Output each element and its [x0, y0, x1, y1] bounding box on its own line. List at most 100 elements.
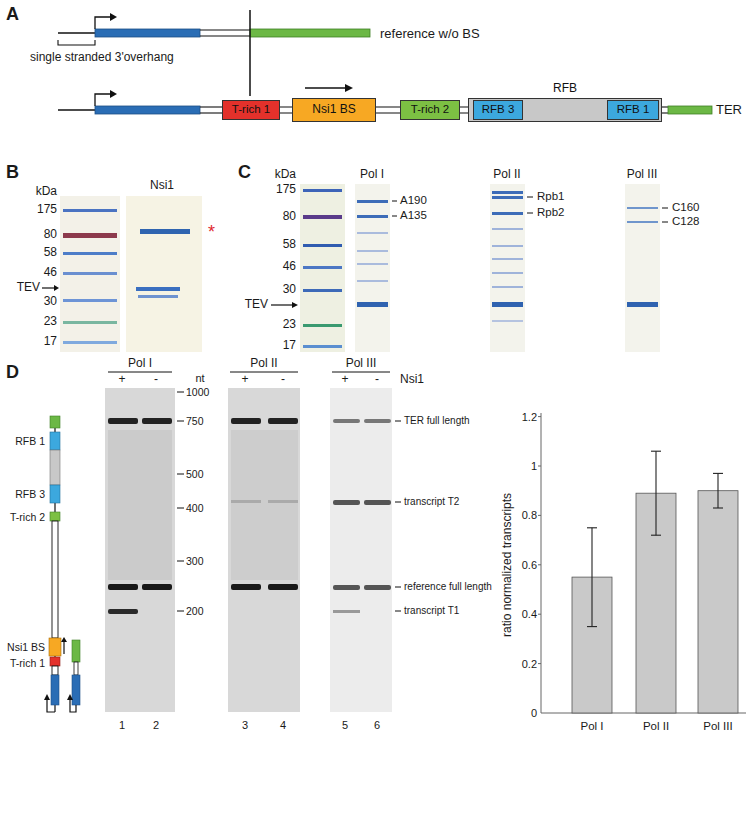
figure-label: 6	[374, 719, 380, 732]
marker-gel	[60, 196, 120, 352]
transcription-gel	[108, 418, 138, 424]
element-label: T-rich 2	[411, 103, 449, 116]
dna-segment	[280, 107, 292, 113]
chart-axis	[538, 416, 541, 417]
protein-gel	[492, 245, 523, 247]
construct-schematic	[51, 675, 59, 705]
chart-bar	[698, 491, 738, 713]
transcription-gel	[364, 419, 391, 423]
promoter-arrow	[95, 17, 110, 29]
marker-gel	[303, 266, 342, 269]
figure-label: Pol I	[360, 168, 384, 182]
figure-label: kDa	[36, 185, 57, 199]
dna-double-line	[662, 112, 668, 113]
dna-double-line	[662, 106, 668, 107]
header-rule	[332, 372, 390, 373]
figure-label: 300	[186, 555, 204, 567]
construct-schematic	[70, 700, 76, 712]
figure-label: 2	[153, 719, 159, 732]
figure-label: single stranded 3'overhang	[30, 51, 174, 65]
transcription-gel	[108, 430, 172, 580]
error-bar	[713, 473, 723, 474]
construct-schematic	[47, 700, 55, 712]
terminator-region	[250, 29, 370, 37]
band-tick	[395, 611, 401, 612]
figure-label: T-rich 2	[10, 511, 45, 523]
figure-label: A135	[400, 209, 427, 222]
protein-gel	[355, 184, 390, 352]
protein-gel	[136, 287, 180, 291]
figure-label: Pol I	[128, 357, 152, 371]
transcription-gel	[333, 585, 360, 590]
figure-label: 17	[44, 335, 57, 349]
protein-gel	[357, 280, 388, 282]
dna-segment	[460, 107, 468, 113]
protein-gel	[627, 302, 658, 307]
panel-letter: C	[238, 162, 251, 183]
protein-gel	[490, 184, 525, 352]
transcription-gel	[333, 500, 360, 505]
construct-schematic	[44, 416, 80, 712]
figure-label: 1.2	[522, 411, 537, 424]
construct-schematic	[74, 662, 78, 675]
figure-label: transcript T2	[404, 496, 459, 508]
protein-gel	[627, 207, 658, 209]
transcription-gel	[228, 388, 300, 712]
figure-label: 0.8	[522, 509, 537, 522]
construct-schematic	[52, 666, 58, 675]
figure-label: 58	[44, 246, 57, 260]
leader-line	[392, 216, 397, 217]
marker-gel	[303, 189, 342, 192]
element-label: Nsi1 BS	[312, 103, 355, 117]
protein-gel	[492, 196, 523, 199]
orientation-arrow	[305, 87, 346, 89]
figure-label: RFB 3	[15, 488, 45, 500]
band-tick	[395, 421, 401, 422]
protein-gel	[138, 295, 178, 298]
protein-gel	[492, 191, 523, 194]
error-bar	[587, 626, 597, 627]
construct-schematic	[61, 637, 67, 642]
figure-label: Rpb2	[537, 206, 565, 219]
marker-gel	[300, 184, 345, 352]
protein-gel	[492, 320, 523, 322]
terminator-region	[668, 106, 712, 114]
promoter-arrowhead	[110, 13, 117, 21]
figure-label: 23	[283, 318, 296, 332]
transcription-gel	[330, 388, 392, 712]
dna-line	[58, 109, 95, 110]
transcription-gel	[364, 585, 391, 590]
leader-line	[527, 197, 533, 198]
construct-schematic	[50, 432, 60, 450]
figure-label: 17	[283, 339, 296, 353]
transcription-gel	[231, 430, 298, 580]
panel-letter: D	[6, 362, 19, 383]
figure-label: 175	[276, 183, 296, 197]
figure-label: 58	[283, 238, 296, 252]
figure-label: +	[341, 373, 348, 387]
marker-gel	[303, 244, 342, 247]
construct-schematic	[50, 416, 60, 428]
marker-gel	[300, 184, 345, 352]
figure-label: -	[281, 373, 285, 387]
figure-label: Nsi1	[150, 179, 174, 193]
marker-gel	[63, 272, 117, 275]
protein-gel	[492, 286, 523, 288]
ladder-tick	[177, 421, 184, 422]
marker-gel	[60, 196, 120, 352]
figure-label: TEV	[17, 281, 40, 295]
figure-label: Pol II	[250, 357, 277, 371]
ladder-tick	[177, 474, 184, 475]
ladder-tick	[177, 392, 184, 611]
figure-label: TER	[716, 103, 742, 118]
protein-gel	[357, 215, 388, 218]
protein-gel	[357, 263, 388, 265]
figure-label: 1	[119, 719, 125, 732]
marker-gel	[303, 324, 342, 327]
figure-label: reference w/o BS	[380, 27, 480, 42]
header-rule	[230, 372, 298, 373]
transcription-gel	[105, 388, 175, 712]
figure-label: Pol III	[703, 720, 732, 733]
transcription-gel	[231, 500, 261, 503]
construct-schematic	[44, 694, 50, 700]
